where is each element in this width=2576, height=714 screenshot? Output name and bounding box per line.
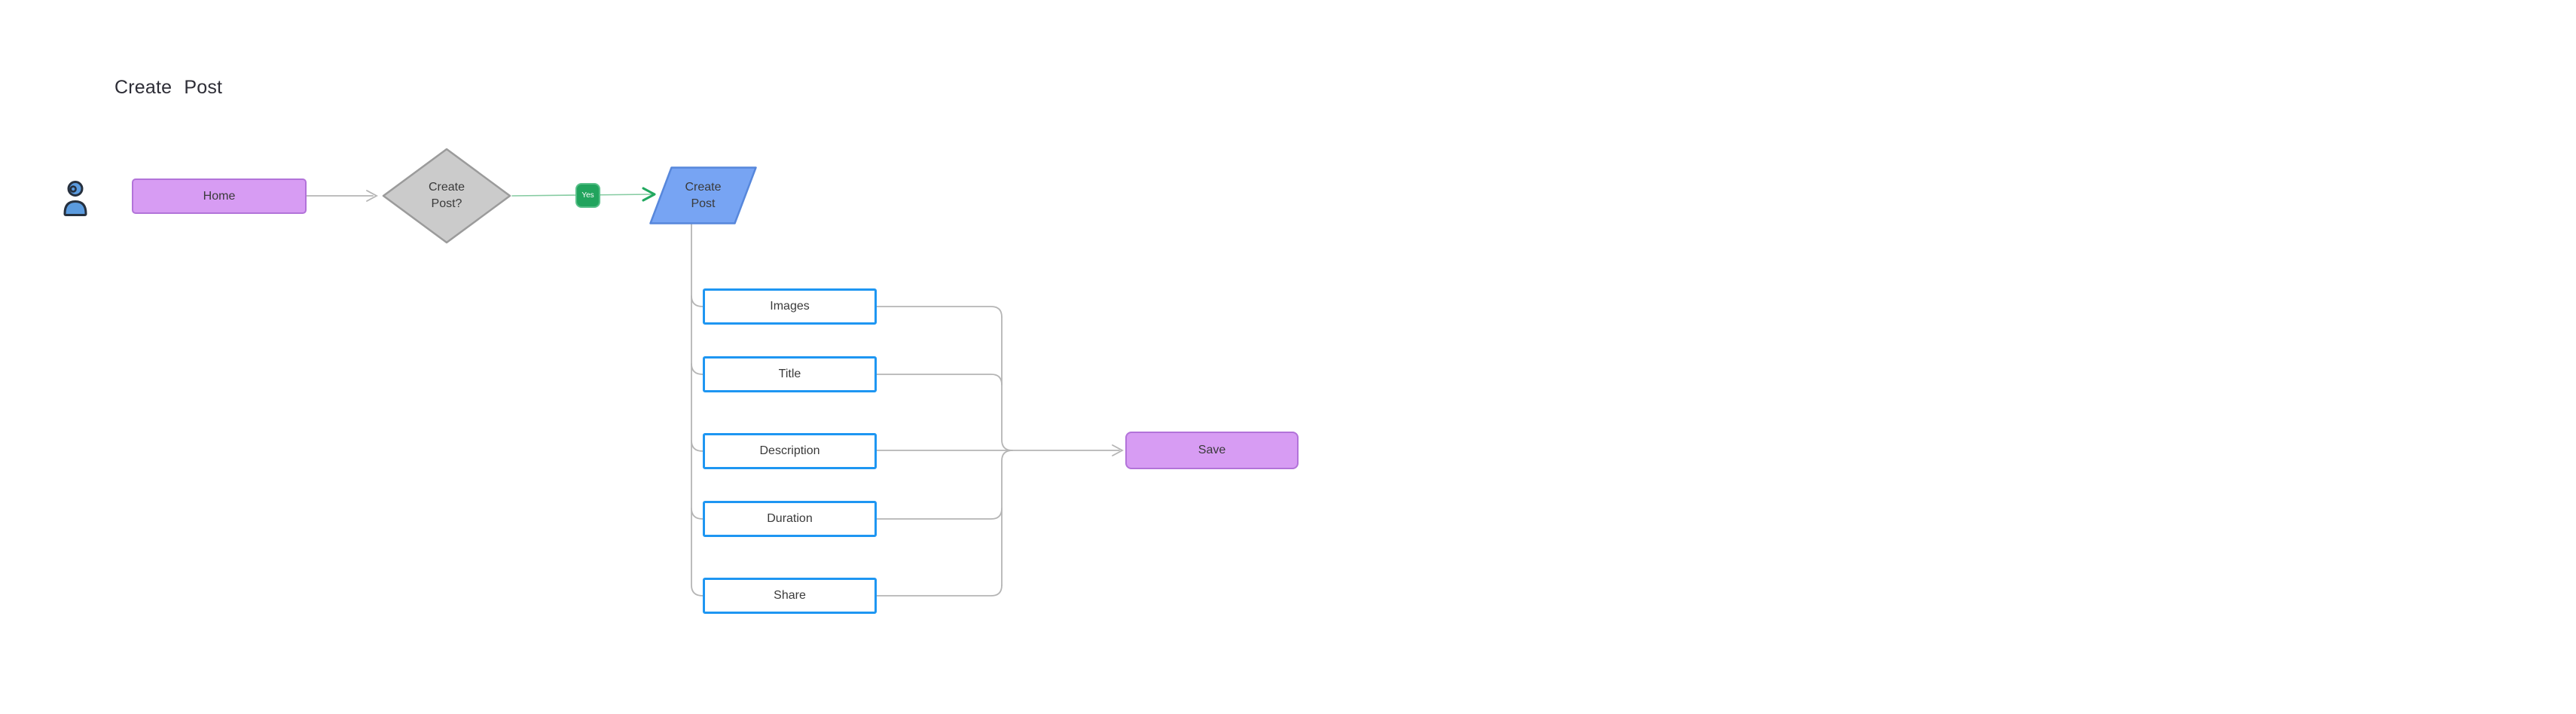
arrowhead-decision — [366, 190, 378, 202]
arrowhead-save — [1112, 444, 1124, 456]
stub-title — [876, 374, 1003, 386]
node-field-description-label: Description — [759, 444, 820, 457]
node-home[interactable]: Home — [132, 178, 307, 214]
branch-duration — [691, 508, 704, 520]
actor-node[interactable] — [61, 180, 90, 216]
node-field-share[interactable]: Share — [703, 578, 877, 614]
merge-trunk-lower — [1001, 450, 1013, 586]
node-field-description[interactable]: Description — [703, 433, 877, 469]
branch-images — [691, 295, 704, 307]
stub-share — [876, 584, 1003, 597]
node-decision-label: Create Post? — [428, 181, 465, 210]
node-save[interactable]: Save — [1125, 432, 1299, 469]
edge-label-yes-text: Yes — [581, 191, 594, 200]
node-field-images-label: Images — [770, 300, 810, 313]
branch-title — [691, 363, 704, 375]
node-field-share-label: Share — [774, 589, 806, 602]
node-field-duration-label: Duration — [767, 512, 813, 525]
parallelogram-shape — [649, 166, 757, 224]
node-decision[interactable]: Create Post? — [382, 148, 511, 244]
branch-description — [691, 440, 704, 452]
node-field-duration[interactable]: Duration — [703, 501, 877, 537]
arrowhead-yes — [642, 187, 656, 202]
node-field-images[interactable]: Images — [703, 288, 877, 325]
node-save-label: Save — [1198, 444, 1226, 456]
diamond-shape — [382, 148, 511, 244]
edge-createpost-trunk — [691, 224, 704, 597]
edge-label-yes[interactable]: Yes — [575, 183, 600, 208]
node-create-post[interactable]: Create Post — [649, 166, 757, 224]
node-field-title-label: Title — [778, 368, 801, 380]
node-home-label: Home — [203, 189, 236, 203]
node-field-title[interactable]: Title — [703, 356, 877, 392]
stub-duration — [876, 508, 1003, 520]
merge-trunk-upper — [1001, 316, 1013, 451]
person-icon — [63, 181, 87, 216]
page-title: Create Post — [114, 77, 223, 98]
stub-images — [876, 306, 1003, 318]
node-create-post-label: Create Post — [685, 180, 722, 210]
